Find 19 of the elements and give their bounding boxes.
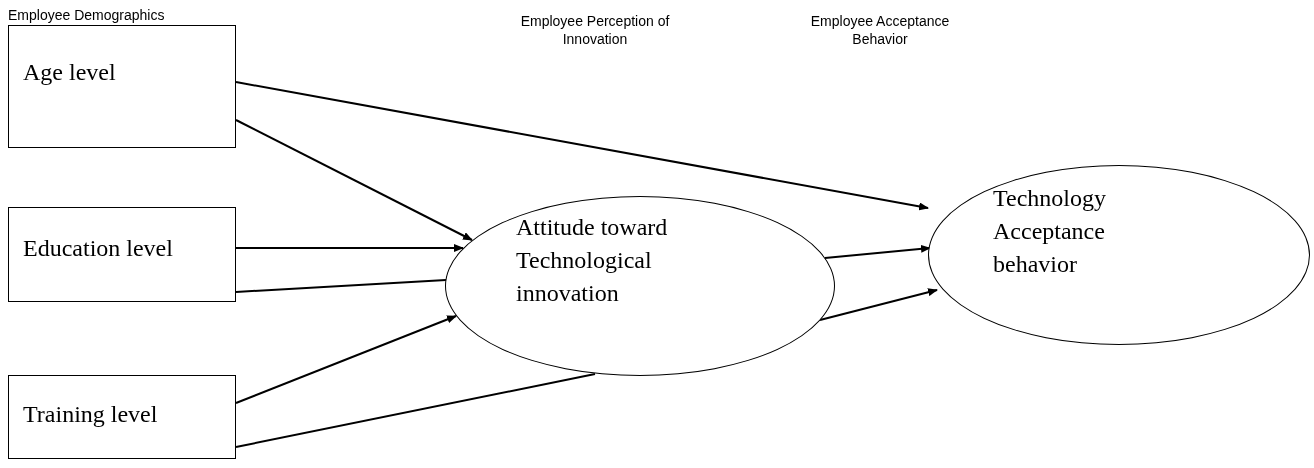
connector-line [235,373,596,448]
group-heading: Employee Demographics [8,6,165,24]
arrow [819,288,938,321]
node-label: Education level [23,234,173,263]
arrow [824,244,931,259]
arrow [235,119,473,241]
arrow [235,315,457,404]
node-label: Attitude toward Technological innovation [516,213,669,308]
arrow [235,244,464,252]
group-heading: Employee Perception of Innovation [519,12,671,48]
node-label: Training level [23,400,159,429]
variable-box [8,207,236,302]
node-label: Age level [23,58,117,87]
variable-box [8,375,236,459]
arrow [235,81,929,211]
variable-box [8,25,236,148]
connector-line [235,279,447,293]
group-heading: Employee Acceptance Behavior [809,12,951,48]
node-label: Technology Acceptance behavior [993,184,1107,279]
